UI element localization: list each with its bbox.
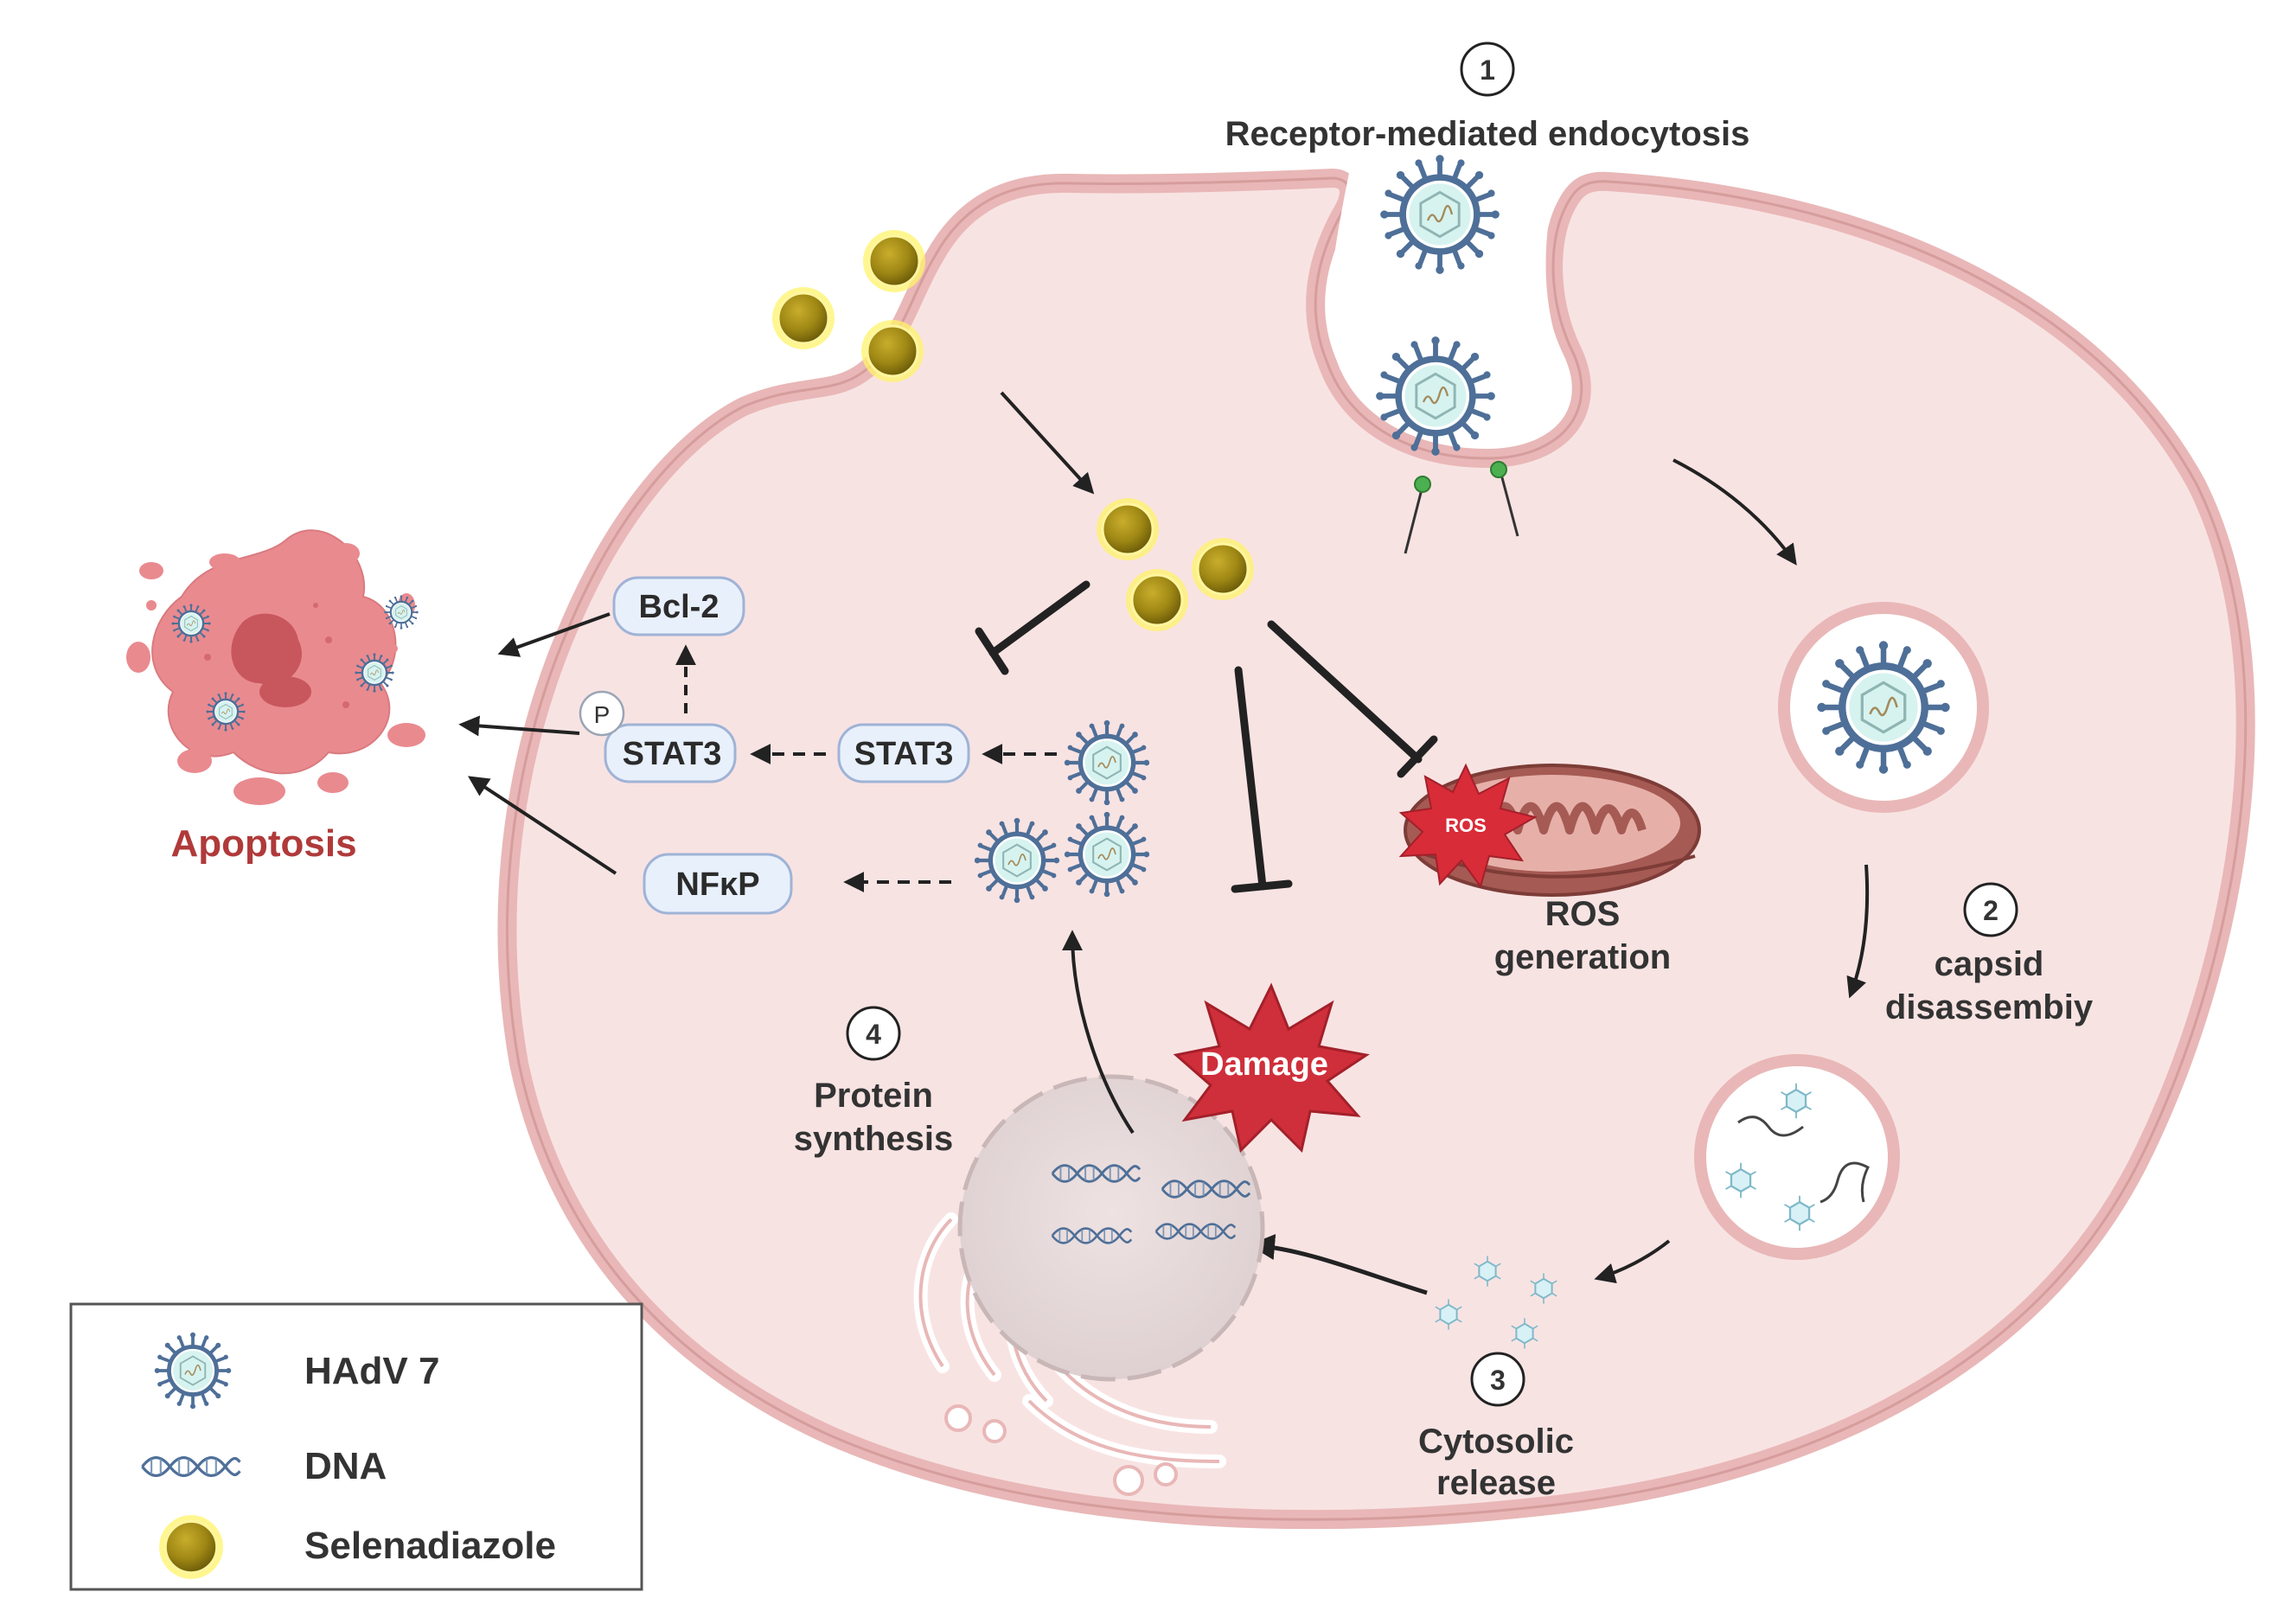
phospho-badge (579, 690, 625, 737)
hadv7-virus-free (384, 595, 419, 630)
er-vesicle (944, 1404, 972, 1432)
step4-badge (846, 1006, 901, 1061)
legend-hadv7-icon (154, 1332, 232, 1410)
step2-badge (1963, 882, 2018, 937)
bcl2-box (612, 576, 745, 636)
arrow-selenadiazole-entry (1000, 391, 1095, 495)
legend-selenadiazole-icon (157, 1513, 225, 1581)
er-vesicle (1154, 1462, 1178, 1487)
arrow-to-disassembly (1846, 864, 1870, 999)
step1-badge (1460, 42, 1515, 97)
legend-dna-label: DNA (304, 1445, 387, 1487)
arrow-stat3-to-apoptosis (458, 715, 580, 737)
hadv7-virus-cytoplasm (1065, 720, 1149, 805)
selenadiazole-particle (861, 228, 927, 294)
step4-label-line1: Protein (814, 1077, 933, 1115)
step2-label-line1: capsid (1935, 945, 2044, 983)
inhibition-stat3 (975, 580, 1090, 675)
selenadiazole-particle (1095, 496, 1161, 562)
viral-genome-strand (1820, 1161, 1870, 1204)
ros-generation-line2: generation (1494, 938, 1671, 976)
arrow-nfkp-to-apoptosis (467, 776, 617, 875)
arrow-bcl2-to-apoptosis (497, 612, 611, 657)
step2-number: 2 (1983, 895, 1999, 926)
step3-label-line2: release (1436, 1464, 1556, 1502)
arrow-to-nucleus (1249, 1234, 1428, 1295)
damage-burst (1173, 982, 1370, 1153)
ros-generation-line1: ROS (1545, 895, 1621, 933)
inhibition-ros (1267, 620, 1438, 778)
inhibition-protein-synthesis (1231, 666, 1293, 893)
disassembled-capsid-vesicle (1694, 1054, 1900, 1260)
selenadiazole-particle (1124, 567, 1190, 633)
step2-label-line2: disassembiy (1885, 988, 2094, 1026)
ros-burst (1398, 763, 1538, 889)
step3-number: 3 (1490, 1365, 1506, 1396)
receptor-left (1404, 476, 1431, 554)
arrow-to-endosome (1672, 458, 1797, 566)
hadv7-virus-apoptotic (206, 692, 246, 732)
hadv7-virus-cytoplasm (975, 818, 1059, 903)
nfkp-box (643, 853, 793, 915)
legend-hadv7-label: HAdV 7 (304, 1350, 439, 1392)
receptor-right (1490, 461, 1519, 537)
er-vesicle (1113, 1465, 1144, 1496)
ros-burst-label: ROS (1445, 815, 1487, 836)
step1-label: Receptor-mediated endocytosis (1225, 115, 1750, 153)
stat3-phos-box (604, 723, 737, 783)
step4-label-line2: synthesis (794, 1120, 954, 1158)
hadv7-virus-apoptotic (171, 604, 211, 643)
step3-badge (1470, 1352, 1525, 1407)
hadv7-virus-entering-1 (1380, 155, 1500, 274)
stat3-box (837, 723, 970, 783)
damage-label: Damage (1200, 1046, 1328, 1083)
stat3-phos-label: STAT3 (623, 736, 722, 772)
step1-number: 1 (1480, 54, 1495, 86)
step4-number: 4 (866, 1019, 881, 1050)
selenadiazole-particle (771, 285, 836, 351)
phospho-label: P (594, 701, 611, 728)
hadv7-virus-in-endosome (1817, 641, 1949, 773)
legend-selenadiazole-label: Selenadiazole (304, 1525, 556, 1567)
arrow-protein-synthesis (1062, 930, 1135, 1135)
er-vesicle (982, 1419, 1007, 1443)
stat3-label: STAT3 (854, 736, 954, 772)
hadv7-virus-apoptotic (355, 653, 394, 693)
apoptosis-label: Apoptosis (170, 822, 356, 865)
viral-genome-strand (1737, 1116, 1804, 1137)
hadv7-virus-entering-2 (1376, 336, 1495, 456)
nfkp-label: NFκP (675, 866, 759, 903)
step3-label-line1: Cytosolic (1418, 1423, 1574, 1461)
selenadiazole-particle (1190, 536, 1256, 602)
hadv7-virus-cytoplasm (1065, 812, 1149, 897)
bcl2-label: Bcl-2 (639, 589, 719, 625)
selenadiazole-particle (860, 318, 925, 384)
arrow-to-cytosol (1594, 1239, 1671, 1284)
